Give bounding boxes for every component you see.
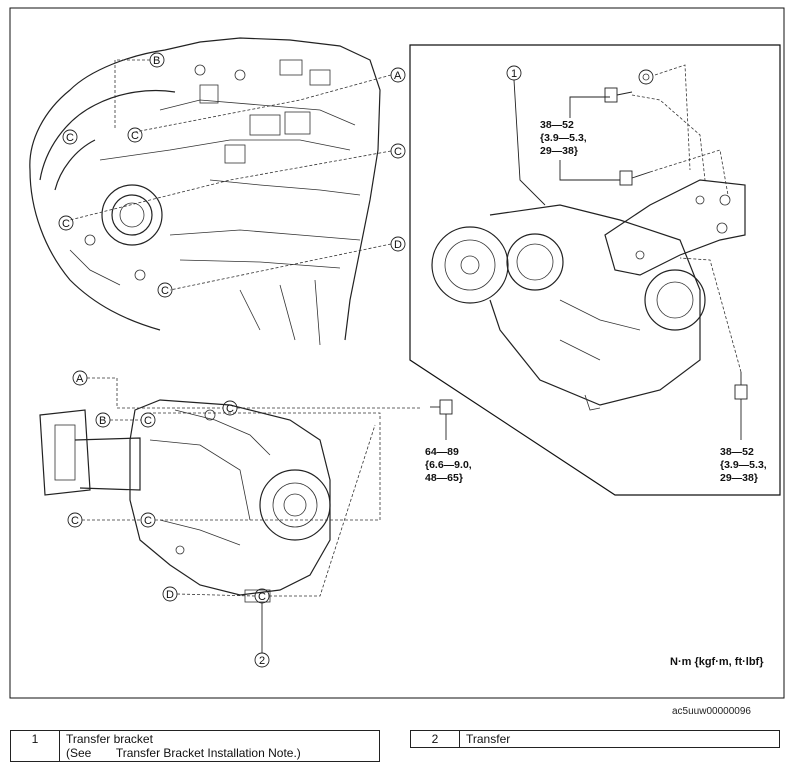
callout-b-lower: B <box>99 415 106 427</box>
legend-table-2: 2 Transfer <box>410 730 780 748</box>
bolt-c-1: C <box>66 132 74 144</box>
legend-note-prefix: (See <box>66 746 92 760</box>
callout-a-lower: A <box>76 373 84 385</box>
legend-note-link[interactable]: Transfer Bracket Installation Note.) <box>115 746 301 760</box>
callout-d-lower: D <box>166 589 174 601</box>
torque-bracket-lower-kgf: {3.9—5.3, <box>720 459 767 471</box>
bracket-inset-frame <box>409 44 781 496</box>
torque-bracket-upper-ftlbf: 29—38} <box>540 145 578 157</box>
callout-c-upper: C <box>394 146 402 158</box>
legend-number: 1 <box>10 730 60 762</box>
legend-part-name: Transfer <box>459 730 780 748</box>
units-label: N·m {kgf·m, ft·lbf} <box>670 656 764 668</box>
legend-number: 2 <box>410 730 460 748</box>
transfer-bolt-c-1: C <box>226 403 234 415</box>
legend-description: Transfer bracket (See Transfer Bracket I… <box>59 730 380 762</box>
torque-bracket-lower-ftlbf: 29—38} <box>720 472 758 484</box>
transfer-bolt-c-3: C <box>144 515 152 527</box>
transfer-callouts: A B C D C C C C <box>67 370 420 604</box>
bracket-fasteners <box>604 64 748 400</box>
document-id: ac5uuw00000096 <box>672 706 751 717</box>
torque-transfer-nm: 64—89 <box>425 446 459 458</box>
bracket-transfer-illustration <box>431 179 746 411</box>
bolt-c-2: C <box>131 130 139 142</box>
callout-d-upper: D <box>394 239 402 251</box>
torque-transfer-kgf: {6.6—9.0, <box>425 459 472 471</box>
callout-c-lower: C <box>71 515 79 527</box>
torque-bracket-upper-nm: 38—52 <box>540 119 574 131</box>
upper-left-callouts: A B C D C C C C <box>58 52 406 298</box>
transaxle-illustration <box>29 37 381 346</box>
torque-bracket-upper-kgf: {3.9—5.3, <box>540 132 587 144</box>
callout-part-1: 1 <box>511 68 517 80</box>
legend-table-1: 1 Transfer bracket (See Transfer Bracket… <box>10 730 380 762</box>
legend-row: 1 Transfer bracket (See Transfer Bracket… <box>10 730 380 762</box>
callout-part-2: 2 <box>259 655 265 667</box>
legend-note: (See Transfer Bracket Installation Note.… <box>66 746 373 760</box>
torque-bracket-lower-nm: 38—52 <box>720 446 754 458</box>
legend-row: 2 Transfer <box>410 730 780 748</box>
legend-part-name: Transfer bracket <box>66 732 153 746</box>
transfer-illustration <box>39 399 331 603</box>
bolt-c-3: C <box>62 218 70 230</box>
diagram-frame <box>9 7 785 699</box>
bolt-c-4: C <box>161 285 169 297</box>
transfer-bolt-c-4: C <box>258 591 266 603</box>
transfer-bolt-c-2: C <box>144 415 152 427</box>
torque-transfer-ftlbf: 48—65} <box>425 472 463 484</box>
callout-b-upper: B <box>153 55 160 67</box>
callout-a-upper: A <box>394 70 402 82</box>
